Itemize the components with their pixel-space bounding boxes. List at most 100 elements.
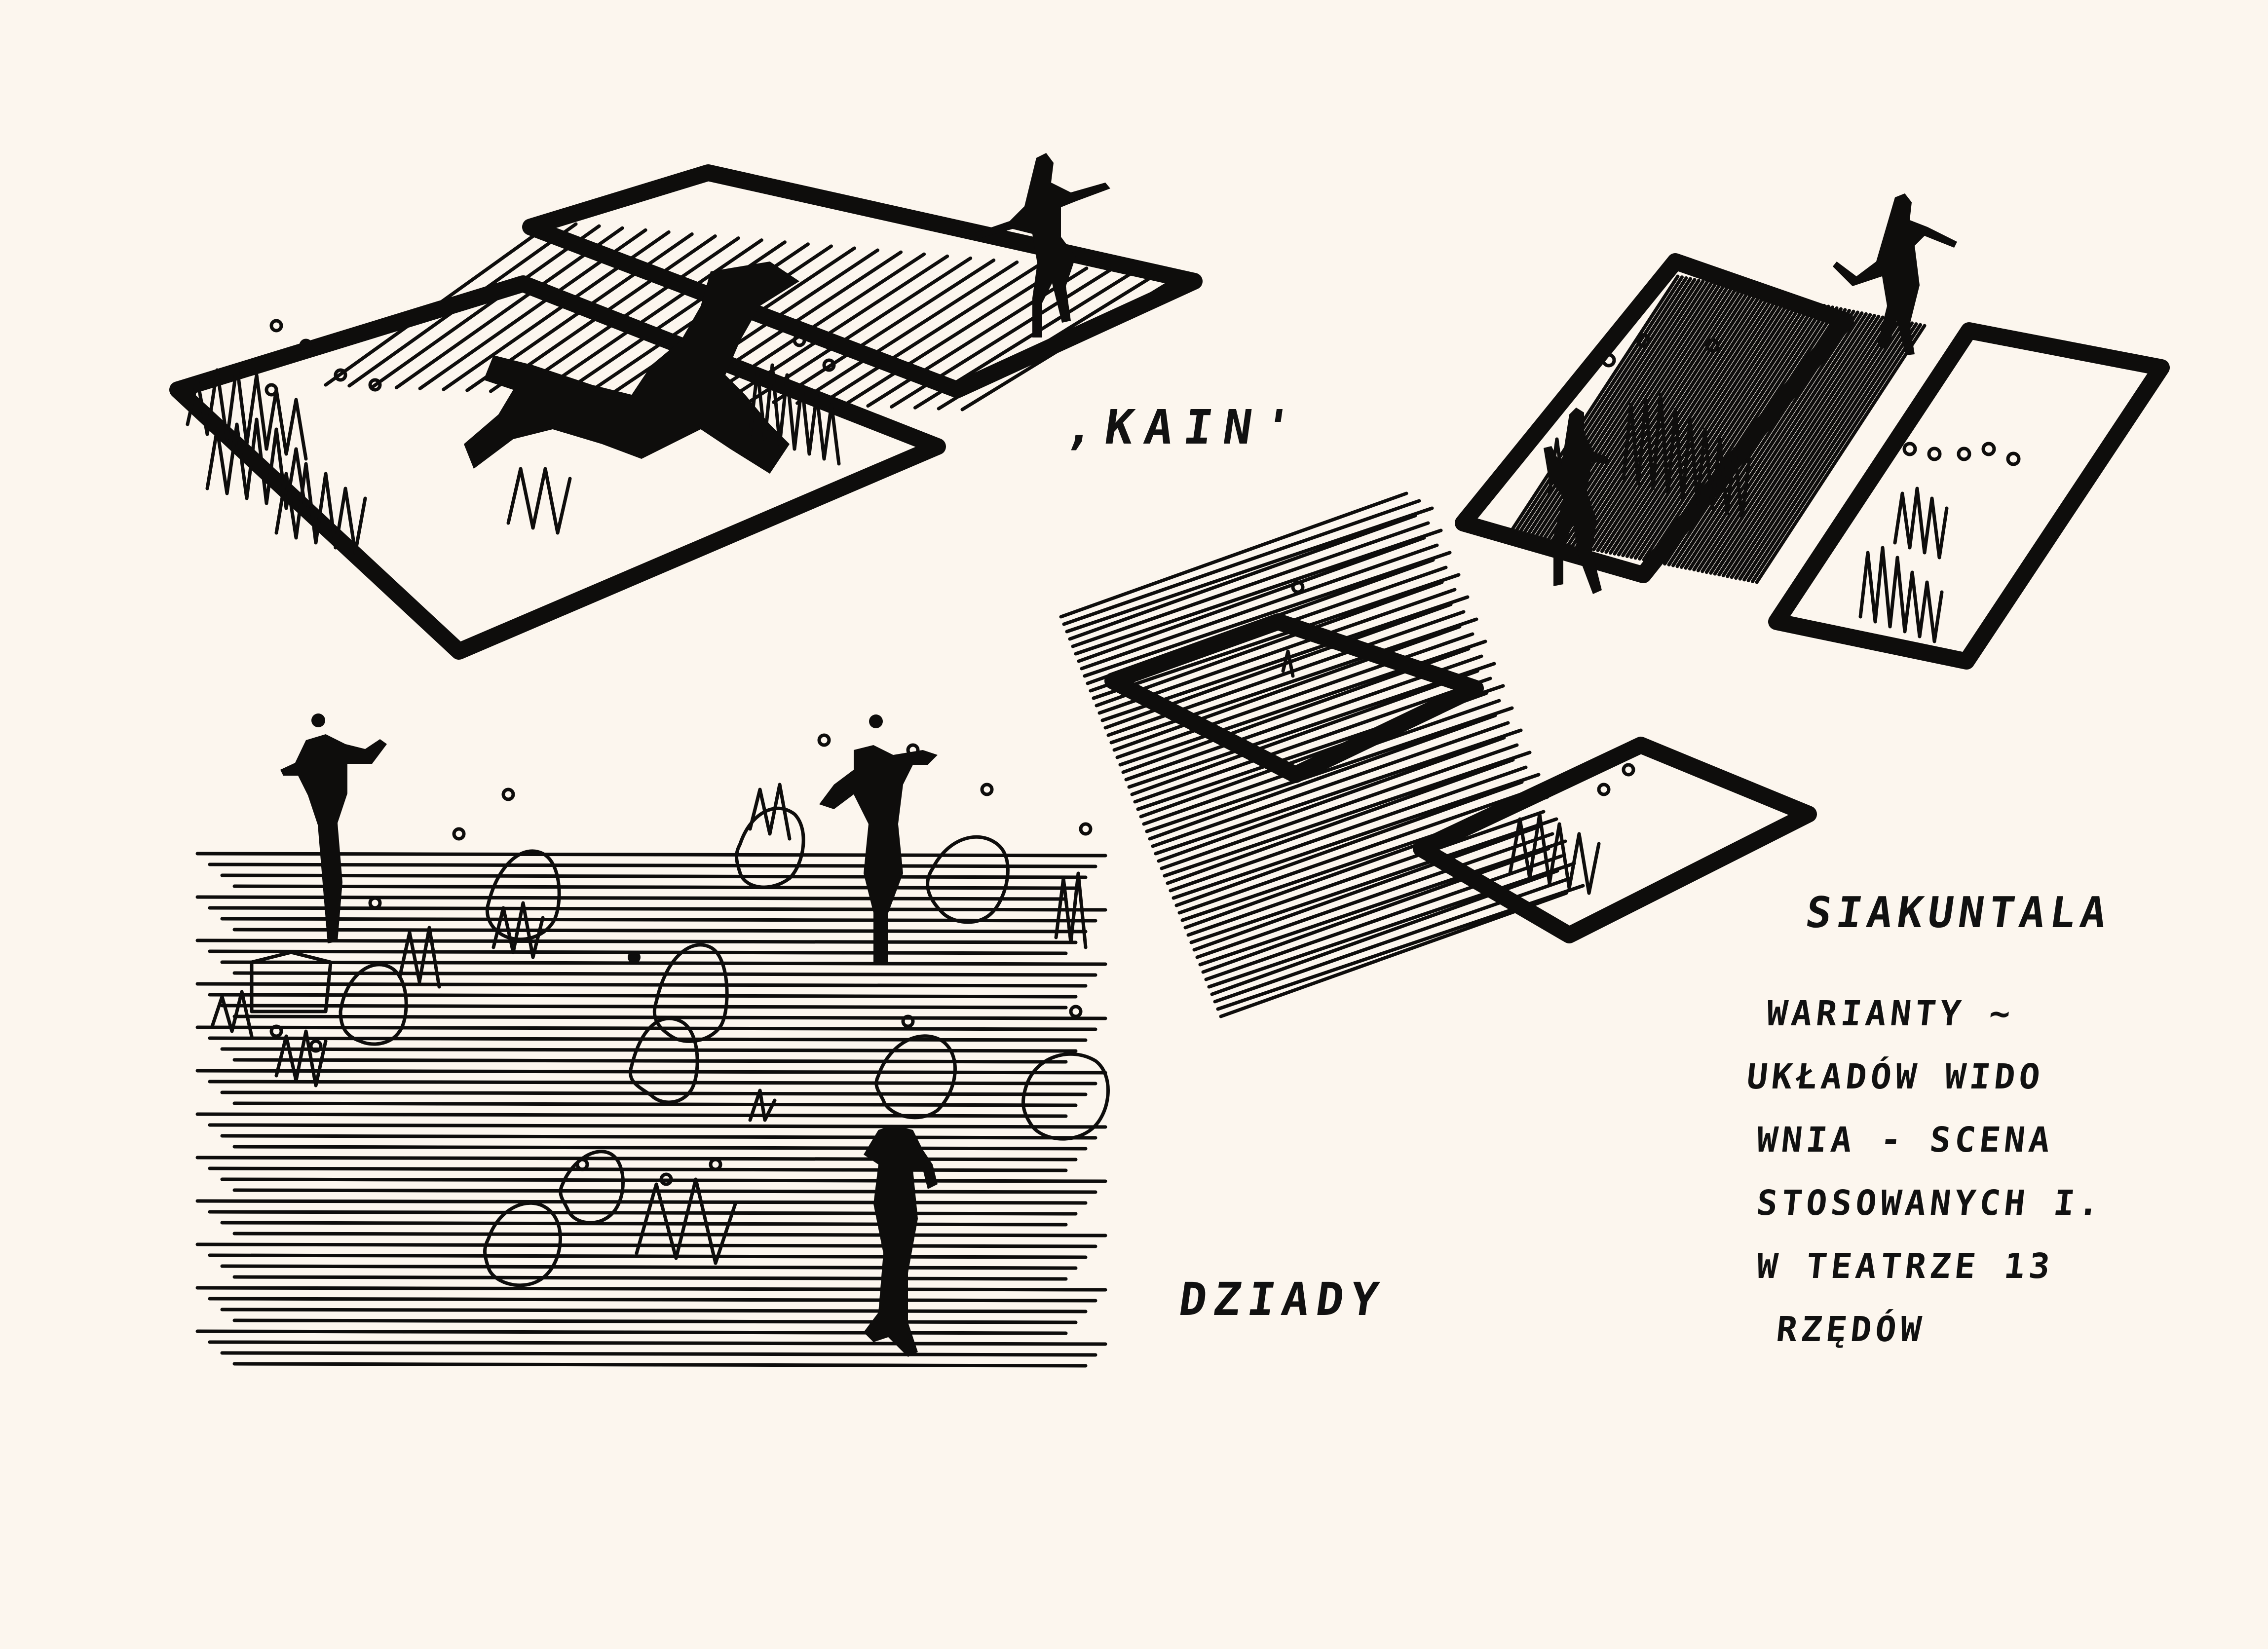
hatch-stroke <box>232 1058 1068 1064</box>
hatch-stroke <box>1160 743 1519 870</box>
hatch-stroke <box>1219 891 1568 1018</box>
hatch-stroke <box>220 960 1107 966</box>
hatch-stroke <box>220 873 1088 879</box>
handwritten-note: WARIANTY ~ UKŁADÓW WIDO WNIA - SCENA STO… <box>1745 982 2240 1361</box>
hatch-stroke <box>1130 669 1479 796</box>
hatch-stroke <box>195 1242 1097 1248</box>
hatch-stroke <box>1726 318 1897 578</box>
hatch-stroke <box>232 884 1078 890</box>
hatch-stroke <box>1692 311 1864 572</box>
caption-kain: ,KAIN' <box>1062 400 1306 455</box>
hatch-stroke <box>208 1340 1107 1346</box>
hatch-stroke <box>220 1134 1097 1140</box>
hatch-stroke <box>1579 289 1751 549</box>
hatch-stroke <box>195 1156 1078 1162</box>
hatch-stroke <box>1145 706 1514 833</box>
hatch-stroke <box>1118 639 1487 767</box>
hatch-stroke <box>208 1297 1097 1303</box>
hatch-stroke <box>1201 847 1550 974</box>
hatch-stroke <box>232 1101 1078 1107</box>
hatch-stroke <box>1177 787 1537 915</box>
kain-audience-figures <box>186 319 841 555</box>
hatch-stroke <box>1133 676 1492 804</box>
dziady-head-2 <box>869 714 883 728</box>
siakuntala-sketch <box>1059 193 2170 1018</box>
hatch-stroke <box>1516 276 1688 536</box>
hatch-stroke <box>1077 536 1426 663</box>
hatch-stroke <box>1186 810 1546 937</box>
hatch-stroke <box>1621 297 1793 558</box>
hatch-stroke <box>1148 713 1497 841</box>
hatch-stroke <box>512 236 740 394</box>
hatch-stroke <box>1192 824 1542 952</box>
hatch-stroke <box>1195 832 1554 959</box>
note-line: WARIANTY ~ <box>1764 993 2016 1034</box>
hatch-stroke <box>232 1275 1068 1281</box>
hatch-stroke <box>220 1047 1078 1053</box>
hatch-stroke <box>1151 721 1510 848</box>
hatch-stroke <box>1738 320 1910 581</box>
hatch-stroke <box>1688 310 1859 571</box>
hatch-stroke <box>1608 295 1780 555</box>
hatch-stroke <box>1529 278 1701 539</box>
hatch-stroke <box>1204 854 1563 981</box>
hatch-stroke <box>1730 319 1901 579</box>
hatch-stroke <box>1696 312 1868 572</box>
caption-dziady: DZIADY <box>1175 1273 1389 1326</box>
hatch-stroke <box>866 266 1089 408</box>
hatch-stroke <box>208 1123 1107 1129</box>
dziady-head-1 <box>311 713 325 727</box>
hatch-stroke <box>195 1025 1097 1031</box>
hatch-stroke <box>1095 580 1444 708</box>
hatch-stroke <box>195 938 1078 944</box>
siakuntala-block-lower-right <box>1413 737 1817 943</box>
hatch-stroke <box>1112 625 1462 752</box>
hatch-stroke <box>1172 773 1541 900</box>
hatch-stroke <box>208 1253 1088 1259</box>
dziady-audience-figures <box>210 733 1110 1287</box>
dziady-plinth <box>250 950 333 1013</box>
hatch-stroke <box>1746 322 1918 583</box>
hatch-stroke <box>232 928 1088 934</box>
hatch-stroke <box>232 1145 1088 1151</box>
dziady-actor-on-plinth <box>280 734 387 943</box>
hatch-stroke <box>1059 491 1408 619</box>
kain-audience-frame <box>169 275 946 660</box>
hatch-stroke <box>1174 780 1524 907</box>
dziady-sketch <box>195 713 1110 1368</box>
hatch-stroke <box>1068 514 1417 641</box>
hatch-stroke <box>1755 324 1927 584</box>
hatch-stroke <box>1071 521 1430 648</box>
hatch-stroke <box>1642 301 1814 562</box>
note-line: STOSOWANYCH I. <box>1754 1183 2106 1223</box>
hatch-stroke <box>1633 300 1805 560</box>
hatch-stroke <box>1508 274 1680 535</box>
hatch-stroke <box>195 1286 1107 1292</box>
hatch-stroke <box>772 258 996 404</box>
hatch-stroke <box>1646 302 1818 562</box>
hatch-stroke <box>195 852 1107 858</box>
hatch-stroke <box>819 262 1042 406</box>
hatch-stroke <box>1189 817 1558 944</box>
hatch-stroke <box>1571 287 1742 547</box>
hatch-stroke <box>795 260 1019 405</box>
hatch-stroke <box>1596 292 1768 553</box>
hatch-stroke <box>220 1090 1088 1096</box>
siakuntala-actor-middle <box>1544 408 1609 594</box>
siakuntala-actor-top <box>1833 193 1957 355</box>
hatch-stroke <box>195 982 1088 988</box>
hatch-stroke <box>1512 275 1684 536</box>
hatch-stroke <box>1097 588 1457 715</box>
hatch-stroke <box>1701 313 1872 573</box>
hatch-stroke <box>1115 632 1474 759</box>
hatch-stroke <box>1742 321 1914 582</box>
hatch-stroke <box>1584 290 1755 550</box>
hatch-stroke <box>220 917 1097 923</box>
hatch-stroke <box>1717 316 1889 577</box>
hatch-stroke <box>1525 278 1697 538</box>
hatch-stroke <box>208 862 1097 868</box>
kain-stage-frame <box>522 164 1203 398</box>
hatch-stroke <box>208 906 1107 912</box>
hatch-stroke <box>1062 499 1421 626</box>
